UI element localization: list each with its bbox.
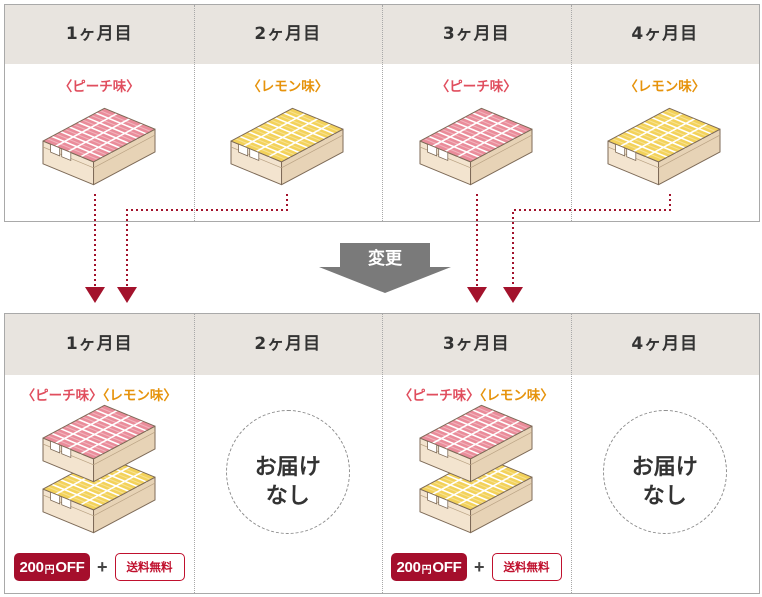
box-graphic — [43, 108, 155, 184]
discount-suffix: OFF — [432, 558, 462, 576]
new-month-2-column: 2ヶ月目 お届け なし — [194, 314, 383, 593]
box-graphic — [420, 108, 532, 184]
no-delivery-text-line-2: なし — [265, 484, 310, 509]
current-month-3-column: 3ヶ月目 〈ピーチ味〉 — [382, 5, 571, 221]
no-delivery-circle: お届け なし — [225, 410, 350, 534]
no-delivery-text-line-1: お届け — [631, 455, 698, 480]
discount-unit: 円 — [421, 565, 432, 576]
box-graphic — [420, 405, 532, 481]
lemon-box-icon — [230, 107, 345, 187]
column-divider — [193, 314, 195, 593]
box-graphic — [43, 405, 155, 481]
change-label: 変更 — [368, 248, 403, 269]
current-month-4-column: 4ヶ月目 〈レモン味〉 — [571, 5, 760, 221]
arrowhead-down-icon — [503, 287, 523, 303]
discount-amount: 200 — [396, 558, 421, 576]
flavor-label-lemon: 〈レモン味〉 — [247, 79, 329, 95]
month-header: 4ヶ月目 — [631, 334, 699, 354]
arrowhead-down-icon — [117, 287, 137, 303]
column-divider — [382, 5, 383, 221]
flavor-label-peach: 〈ピーチ味〉 — [398, 388, 480, 404]
column-divider — [570, 314, 572, 593]
no-delivery-text-line-2: なし — [642, 484, 687, 509]
column-divider — [382, 314, 383, 593]
month-header: 2ヶ月目 — [254, 334, 322, 354]
arrowheads — [85, 287, 523, 303]
plus-sign: + — [96, 557, 108, 577]
month-header: 3ヶ月目 — [442, 334, 510, 354]
free-shipping-badge: 送料無料 — [491, 553, 562, 581]
current-month-2-column: 2ヶ月目 〈レモン味〉 — [194, 5, 383, 221]
box-graphic — [608, 108, 720, 184]
discount-suffix: OFF — [55, 558, 85, 576]
box-graphic — [231, 108, 343, 184]
flavor-labels: 〈ピーチ味〉〈レモン味〉 — [5, 386, 194, 406]
change-arrow-shape — [319, 243, 451, 293]
month-header: 3ヶ月目 — [442, 24, 510, 44]
new-month-4-column: 4ヶ月目 お届け なし — [571, 314, 760, 593]
flavor-label-peach: 〈ピーチ味〉 — [435, 79, 517, 95]
column-divider — [570, 5, 572, 221]
month-header: 1ヶ月目 — [65, 334, 133, 354]
peach-box-icon — [419, 404, 534, 484]
no-delivery-circle: お届け なし — [602, 410, 727, 534]
arrowhead-down-icon — [467, 287, 487, 303]
no-delivery-text-line-1: お届け — [254, 455, 321, 480]
flavor-label-lemon: 〈レモン味〉 — [479, 388, 554, 404]
discount-amount: 200 — [19, 558, 44, 576]
discount-unit: 円 — [44, 565, 55, 576]
peach-box-icon — [419, 107, 534, 187]
current-schedule-table: 1ヶ月目 〈ピーチ味〉 2ヶ月目 〈レモン味〉 3ヶ月目 〈ピーチ味〉 4ヶ月目… — [4, 4, 760, 222]
flavor-label-peach: 〈ピーチ味〉 — [21, 388, 103, 404]
peach-box-icon — [42, 107, 157, 187]
flavor-label-peach: 〈ピーチ味〉 — [58, 79, 140, 95]
flavor-label-lemon: 〈レモン味〉 — [102, 388, 177, 404]
arrowhead-down-icon — [85, 287, 105, 303]
current-month-1-column: 1ヶ月目 〈ピーチ味〉 — [5, 5, 194, 221]
month-header: 2ヶ月目 — [254, 24, 322, 44]
month-header: 4ヶ月目 — [631, 24, 699, 44]
column-divider — [193, 5, 195, 221]
flavor-labels: 〈ピーチ味〉〈レモン味〉 — [382, 386, 571, 406]
month-header: 1ヶ月目 — [65, 24, 133, 44]
change-arrow: 変更 — [319, 243, 451, 293]
peach-box-icon — [42, 404, 157, 484]
plus-sign: + — [473, 557, 485, 577]
lemon-box-icon — [607, 107, 722, 187]
flavor-label-lemon: 〈レモン味〉 — [624, 79, 706, 95]
free-shipping-badge: 送料無料 — [114, 553, 185, 581]
